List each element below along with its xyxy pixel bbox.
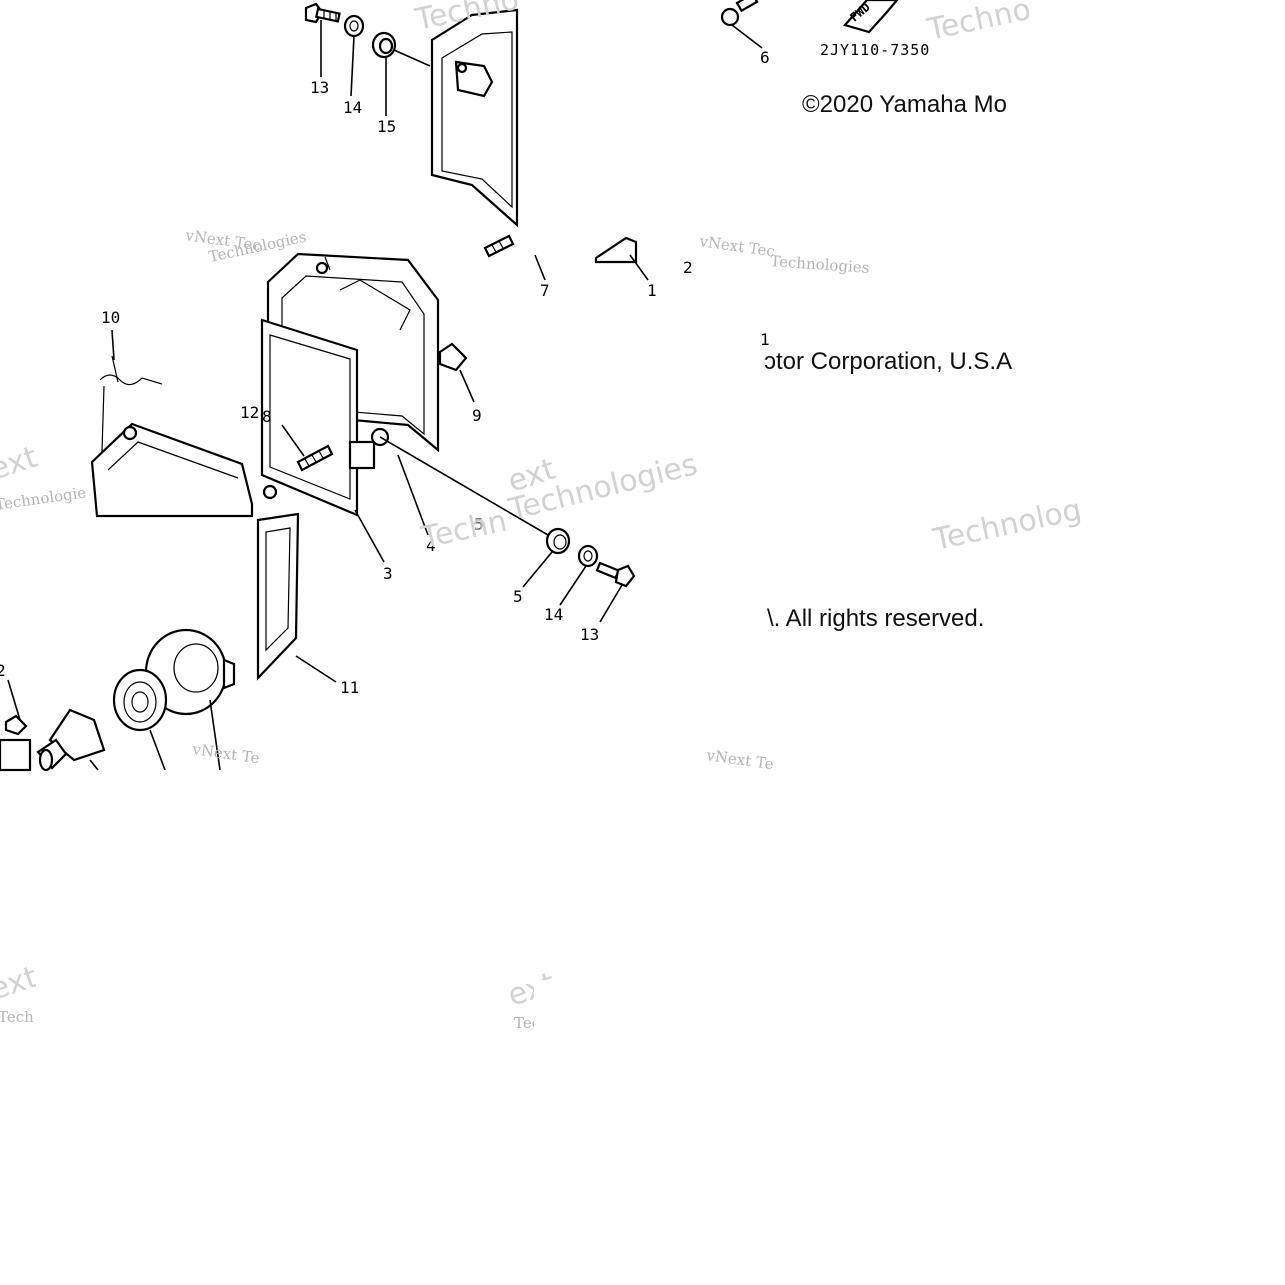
callout-5-upper: 5: [474, 515, 484, 534]
bolt-13-right-icon: [595, 561, 636, 588]
top-left-fragment: [304, 2, 519, 228]
callout-11: 11: [340, 678, 359, 697]
middle-fragment: [90, 234, 649, 623]
callout-13-bottom: 13: [580, 625, 599, 644]
callouts: 13 14 15 6 7 1 2 10 12 8 9 3 4 5 5 14 13…: [0, 48, 770, 697]
bracket-11-icon: [256, 512, 300, 681]
headlight-unit-icon: [260, 252, 440, 517]
headlight-housing-top-icon: [430, 8, 519, 228]
copyright-line-3: \. All rights reserved.: [767, 605, 984, 632]
clip-9-icon: [438, 342, 468, 372]
bolt-6-icon: [720, 0, 759, 27]
bulb-icon: [36, 708, 106, 772]
watermark-16: ext: [0, 960, 42, 1008]
watermark-6: Technologies: [770, 252, 870, 277]
callout-3: 3: [383, 564, 393, 583]
bracket-1-icon: [594, 236, 638, 264]
watermark-5: vNext Tec: [697, 232, 776, 261]
watermark-7: ext: [0, 440, 42, 488]
watermark-14: vNext Te: [190, 740, 260, 767]
callout-1: 1: [647, 281, 657, 300]
callout-1-right: 1: [760, 330, 770, 349]
bolt-7-icon: [483, 234, 515, 258]
callout-6: 6: [760, 48, 770, 67]
top-right-fragment: FWD: [720, 0, 899, 49]
bulb-socket-icon: [112, 668, 168, 732]
callout-7: 7: [540, 281, 550, 300]
watermark-9: Techn: [417, 504, 510, 556]
watermark-8: Technologie: [0, 483, 87, 514]
grommet-5-icon: [545, 527, 571, 555]
fwd-arrow-icon: [843, 0, 899, 34]
collar-14-right-icon: [577, 544, 599, 568]
collar-14-icon: [343, 14, 365, 38]
bolt-13-icon: [304, 2, 341, 24]
callout-4: 4: [426, 536, 436, 555]
watermark-13: 5: [474, 516, 484, 534]
callout-9: 9: [472, 406, 482, 425]
grommet-15-icon: [371, 31, 397, 59]
headlight-case-icon: [90, 422, 278, 518]
copyright-line-2: ɔtor Corporation, U.S.A: [764, 348, 1012, 375]
copyright-line-1: ©2020 Yamaha Mo: [802, 91, 1007, 118]
callout-2-left: 2: [0, 661, 6, 680]
screw-8-icon: [296, 444, 334, 472]
callout-14-top: 14: [343, 98, 362, 117]
callout-12: 12: [240, 403, 259, 422]
small-part-2-icon: [0, 714, 32, 772]
callout-14-bottom: 14: [544, 605, 563, 624]
callout-15: 15: [377, 117, 396, 136]
callout-13-top: 13: [310, 78, 329, 97]
callout-5: 5: [513, 587, 523, 606]
part-code: 2JY110-7350: [820, 41, 930, 59]
watermark-17: Tech: [0, 1008, 34, 1026]
callout-8: 8: [262, 407, 272, 426]
callout-10: 10: [101, 308, 120, 327]
watermark-2: Techno: [923, 0, 1034, 48]
watermark-12: Technolog: [929, 492, 1084, 558]
lower-fragment: [0, 512, 337, 772]
watermark-15: vNext Te: [704, 746, 774, 773]
callout-2: 2: [683, 258, 693, 277]
